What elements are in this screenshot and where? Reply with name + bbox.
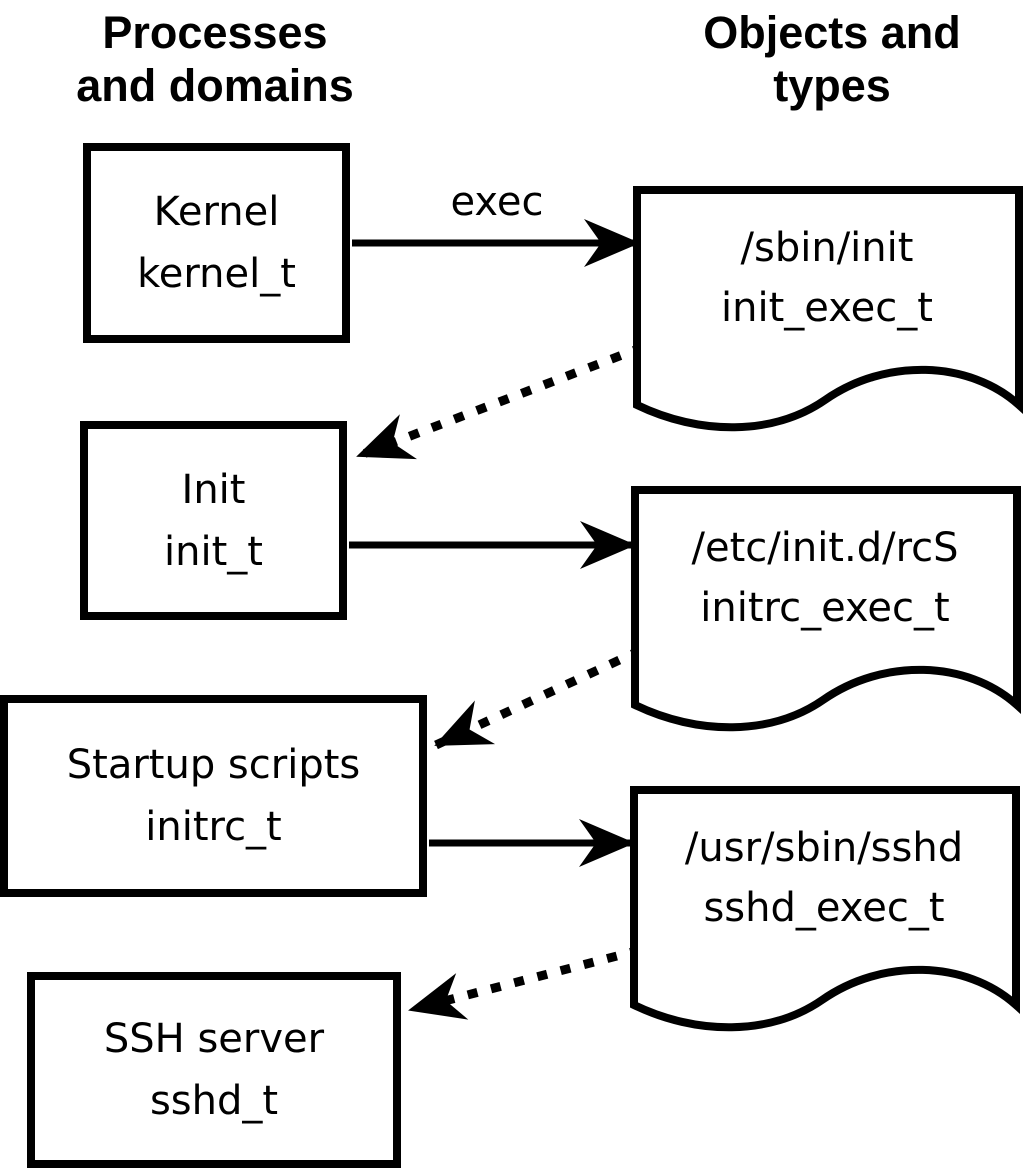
object-path: /sbin/init xyxy=(740,225,914,271)
transition-arrow-rcs-script-to-initrc-domain xyxy=(434,645,643,750)
process-domain-type: kernel_t xyxy=(137,251,296,297)
document-shape xyxy=(633,186,1023,432)
process-domain-type: initrc_t xyxy=(145,804,282,850)
process-name: SSH server xyxy=(103,1016,325,1062)
process-name: Kernel xyxy=(153,189,280,235)
document-shape xyxy=(630,786,1020,1032)
column-header-objects: Objects and types xyxy=(703,7,961,111)
object-type: initrc_exec_t xyxy=(700,585,950,631)
object-path: /etc/init.d/rcS xyxy=(691,525,959,571)
process-name: Startup scripts xyxy=(66,742,361,788)
edge-label-exec: exec xyxy=(450,179,544,225)
transition-arrow-init-binary-to-init-domain xyxy=(356,342,645,461)
process-box-kernel: Kernel kernel_t xyxy=(83,143,350,343)
object-document-usr-sbin-sshd: /usr/sbin/sshd sshd_exec_t xyxy=(630,786,1020,1051)
object-type: sshd_exec_t xyxy=(703,885,945,931)
object-document-etc-initd-rcs: /etc/init.d/rcS initrc_exec_t xyxy=(631,486,1021,751)
object-path: /usr/sbin/sshd xyxy=(684,825,964,871)
object-document-sbin-init: /sbin/init init_exec_t xyxy=(633,186,1023,451)
process-box-startup-scripts: Startup scripts initrc_t xyxy=(0,695,427,897)
process-box-init: Init init_t xyxy=(80,421,347,620)
column-header-processes: Processes and domains xyxy=(76,7,354,111)
transition-arrow-sshd-binary-to-sshd-domain xyxy=(408,945,642,1020)
process-domain-type: sshd_t xyxy=(149,1078,279,1124)
process-domain-type: init_t xyxy=(164,528,263,575)
object-type: init_exec_t xyxy=(721,285,933,331)
process-box-ssh-server: SSH server sshd_t xyxy=(27,972,401,1168)
process-name: Init xyxy=(181,466,246,513)
document-shape xyxy=(631,486,1021,732)
